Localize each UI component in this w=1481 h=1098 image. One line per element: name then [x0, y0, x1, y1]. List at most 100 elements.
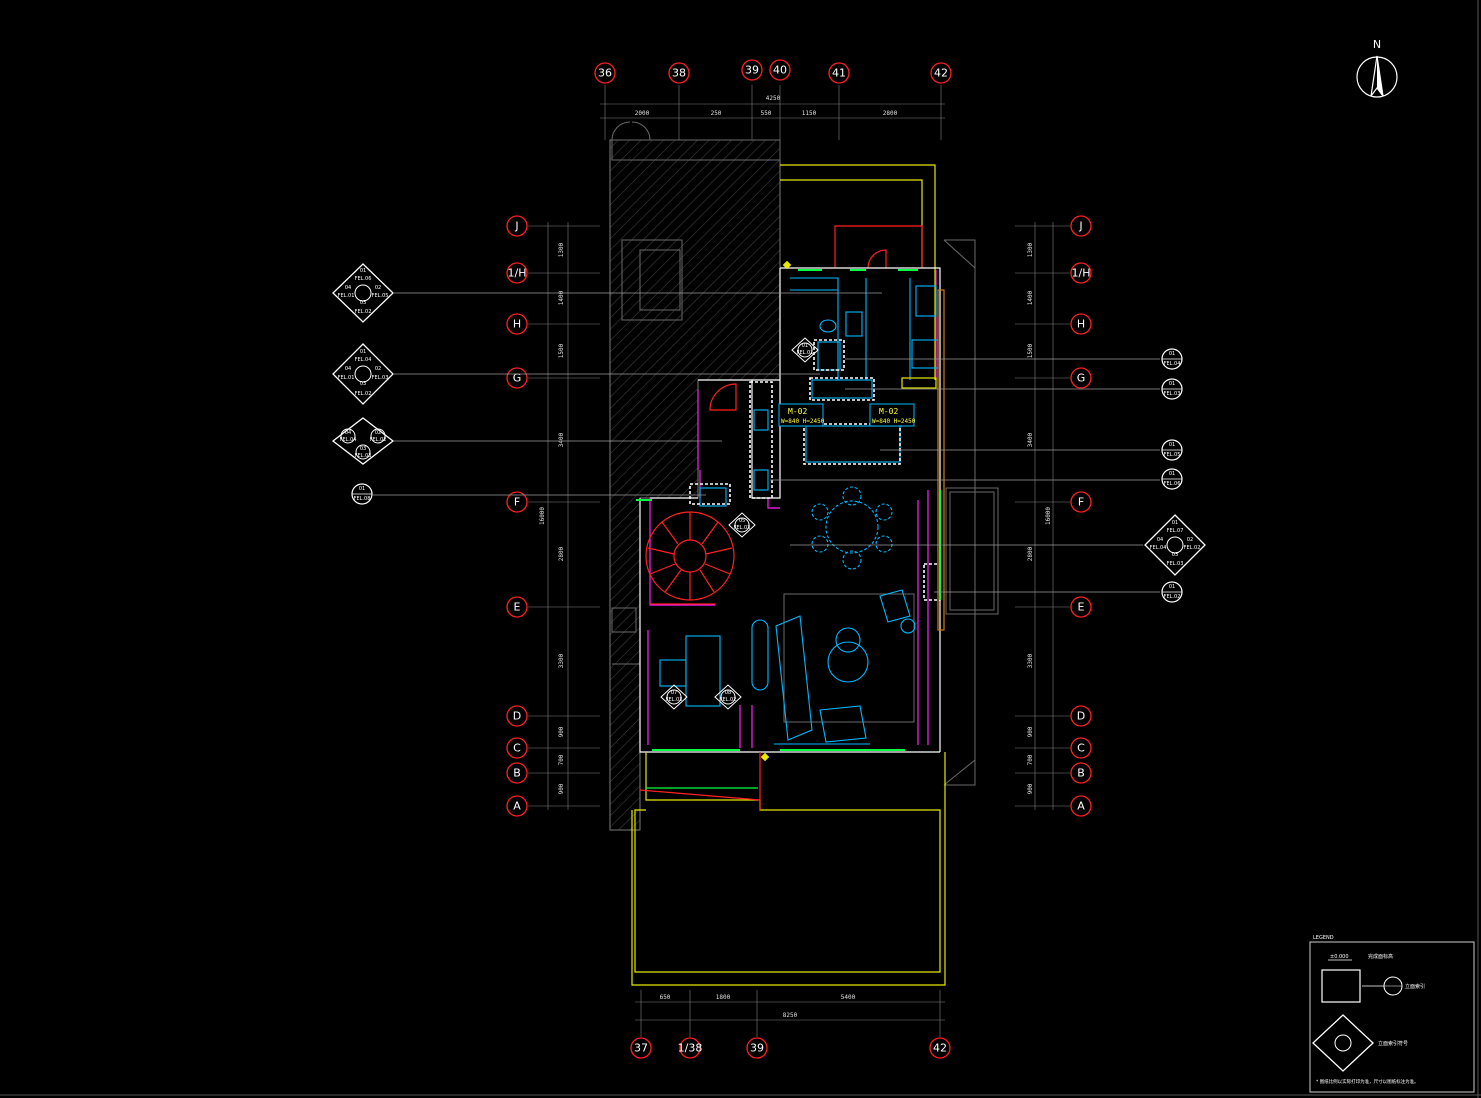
svg-text:FEL.05: FEL.05	[372, 293, 389, 299]
svg-text:04: 04	[345, 430, 351, 436]
svg-text:40: 40	[773, 64, 787, 77]
svg-text:01: 01	[1172, 520, 1178, 526]
svg-text:2800: 2800	[1027, 546, 1034, 561]
svg-text:G: G	[513, 372, 522, 385]
elevation-tag-inside-2: 05 FEL.03	[728, 512, 756, 538]
svg-text:FEL.04: FEL.04	[1164, 361, 1181, 367]
dim-top-overall: 4250	[766, 95, 781, 102]
svg-text:03: 03	[360, 446, 366, 452]
grid-bottom: 37 1/38 39 42 650 1800 5400 8250	[630, 990, 951, 1059]
svg-text:F: F	[1078, 496, 1084, 509]
svg-text:02: 02	[375, 285, 381, 291]
svg-text:04: 04	[345, 285, 351, 291]
grid-bubble-left-E: E	[506, 596, 528, 618]
grid-right: J 1/H H G F E D C B A 1300 1400 1500 340…	[1015, 215, 1092, 817]
svg-text:16000: 16000	[1045, 507, 1052, 525]
svg-text:FEL.01: FEL.01	[797, 350, 814, 356]
svg-text:E: E	[1078, 601, 1085, 614]
svg-text:03: 03	[360, 300, 366, 306]
svg-text:16000: 16000	[539, 507, 546, 525]
elevation-marker-left-1: 01 02 03 04 FEL.06 FEL.05 FEL.02 FEL.01	[332, 263, 394, 323]
svg-text:01: 01	[360, 349, 366, 355]
living-room-furniture	[659, 589, 916, 745]
svg-text:42: 42	[934, 67, 948, 80]
svg-text:04: 04	[1157, 537, 1163, 543]
svg-text:900: 900	[558, 726, 565, 737]
dim-top-3: 550	[761, 110, 772, 117]
elevation-marker-right-1: 01 02 03 04 FEL.07 FEL.02 FEL.03 FEL.04	[1144, 514, 1206, 576]
grid-bubble-right-G: G	[1070, 367, 1092, 389]
svg-text:H: H	[513, 318, 521, 331]
grid-bubble-right-D: D	[1070, 705, 1092, 727]
grid-bubble-left-G: G	[506, 367, 528, 389]
svg-text:FEL.07: FEL.07	[1167, 528, 1184, 534]
dim-top-1: 2000	[635, 110, 650, 117]
legend-tag-note: 立面索引	[1405, 983, 1425, 990]
grid-bubble-left-D: D	[506, 705, 528, 727]
main-walls	[639, 267, 941, 753]
grid-bubble-left-F: F	[506, 491, 528, 513]
svg-text:36: 36	[598, 67, 612, 80]
elevation-tag-right-3: 01 FEL.05	[1161, 439, 1183, 461]
dim-top-2: 250	[711, 110, 722, 117]
svg-text:FEL.03: FEL.03	[372, 375, 389, 381]
svg-text:FEL.01: FEL.01	[338, 375, 355, 381]
elevation-tag-inside-1: 01 FEL.01	[791, 337, 819, 363]
svg-text:FEL.04: FEL.04	[340, 437, 357, 443]
svg-text:3400: 3400	[1027, 432, 1034, 447]
grid-bubble-bottom-4: 42	[929, 1037, 951, 1059]
legend-level-note: 完成面标高	[1368, 953, 1393, 960]
grid-bubble-left-H: H	[506, 313, 528, 335]
svg-text:F: F	[514, 496, 520, 509]
grid-bubble-bottom-2: 1/38	[678, 1037, 702, 1059]
grid-bubble-right-C: C	[1070, 737, 1092, 759]
svg-text:02: 02	[1187, 537, 1193, 543]
svg-text:900: 900	[1027, 726, 1034, 737]
grid-bubble-left-J: J	[506, 215, 528, 237]
elevation-marker-left-2: 01 02 03 04 FEL.04 FEL.03 FEL.02 FEL.01	[332, 343, 394, 405]
plan-body: M-02 W=840 H=2450 M-02 W=840 H=2450	[609, 121, 999, 986]
legend-footnote: * 图纸比例以实际打印为准，尺寸以图纸标注为准。	[1316, 1078, 1419, 1085]
north-arrow-icon: N	[1356, 38, 1398, 98]
legend-index-note: 立面索引符号	[1378, 1040, 1408, 1047]
svg-text:1400: 1400	[1027, 290, 1034, 305]
svg-text:900: 900	[558, 783, 565, 794]
elevation-tag-inside-4: 08 FEL.02	[714, 684, 742, 710]
svg-text:B: B	[1077, 767, 1085, 780]
grid-bubble-bottom-1: 37	[630, 1037, 652, 1059]
dim-top-4: 1150	[802, 110, 817, 117]
svg-text:J: J	[1078, 220, 1082, 233]
elevation-tag-right-4: 01 FEL.06	[1161, 468, 1183, 490]
svg-text:G: G	[1077, 372, 1086, 385]
dining-table	[811, 486, 893, 570]
svg-text:FEL.01: FEL.01	[338, 293, 355, 299]
svg-text:01: 01	[360, 268, 366, 274]
svg-text:C: C	[513, 742, 521, 755]
svg-text:3400: 3400	[558, 432, 565, 447]
svg-text:900: 900	[1027, 783, 1034, 794]
grid-bubble-bottom-3: 39	[746, 1037, 768, 1059]
svg-text:D: D	[1077, 710, 1085, 723]
grid-bubble-right-A: A	[1070, 795, 1092, 817]
grid-bubble-top-2: 38	[668, 62, 690, 84]
svg-text:1/H: 1/H	[508, 267, 527, 280]
svg-text:FEL.02: FEL.02	[355, 309, 372, 315]
svg-text:08: 08	[725, 690, 731, 696]
svg-text:42: 42	[933, 1042, 947, 1055]
svg-text:03: 03	[360, 381, 366, 387]
grid-bubble-top-3: 39	[741, 59, 763, 81]
svg-text:04: 04	[345, 366, 351, 372]
spiral-stair	[645, 511, 735, 605]
svg-text:01: 01	[1169, 442, 1175, 448]
svg-text:02: 02	[375, 430, 381, 436]
grid-top: 36 38 39 40 41 42 4250 2000 250 550 1150…	[594, 59, 952, 140]
grid-bubble-right-1H: 1/H	[1070, 262, 1092, 284]
grid-bubble-left-A: A	[506, 795, 528, 817]
svg-text:700: 700	[1027, 754, 1034, 765]
svg-text:FEL.04: FEL.04	[1150, 545, 1167, 551]
grid-bubble-right-H: H	[1070, 313, 1092, 335]
svg-text:01: 01	[802, 343, 808, 349]
svg-text:3300: 3300	[1027, 653, 1034, 668]
elevation-marker-left-3: 02 03 04 FEL.02 FEL.03 FEL.04	[331, 417, 395, 465]
dim-bottom-3: 5400	[841, 994, 856, 1001]
